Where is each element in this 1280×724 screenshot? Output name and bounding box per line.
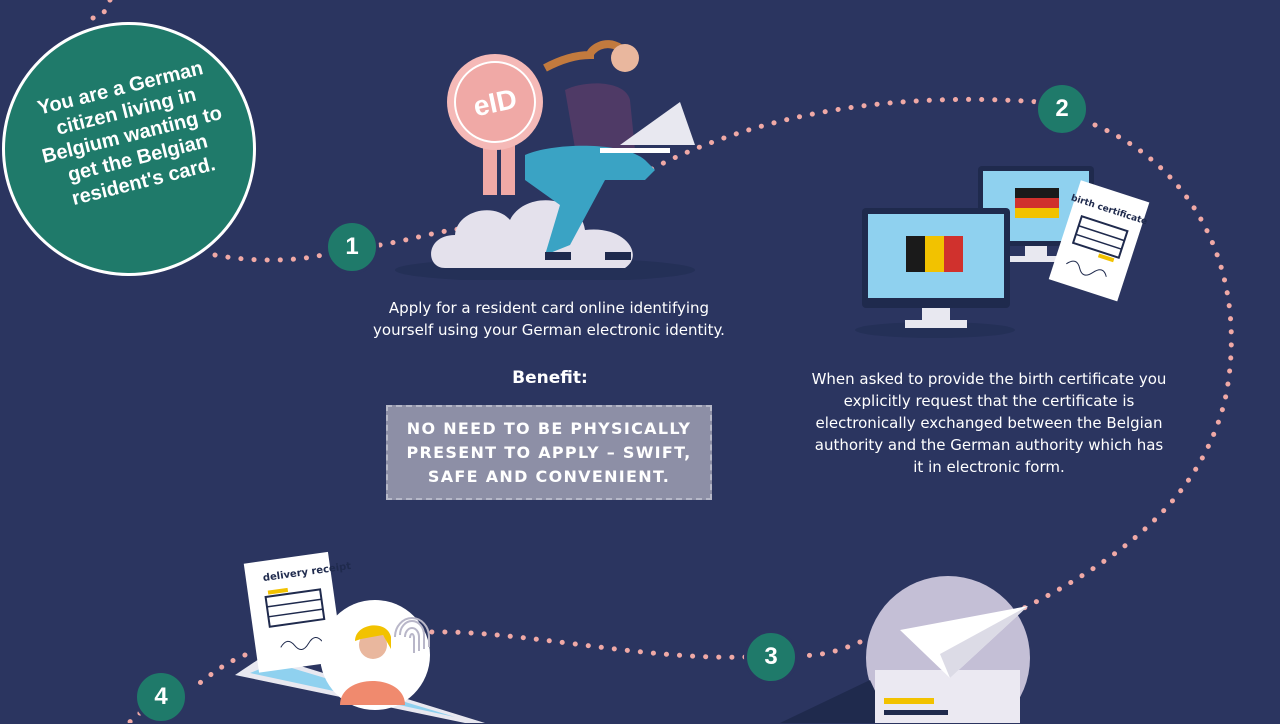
fingerprint-icon: [394, 617, 430, 653]
paper-plane-icon: [900, 606, 1028, 678]
step-2-description: When asked to provide the birth certific…: [811, 370, 1167, 476]
monitor-icon: [862, 208, 1010, 328]
avatar: [320, 600, 430, 710]
woman-laptop-icon: [525, 40, 695, 260]
receipt-icon: delivery receipt: [243, 551, 352, 673]
envelope-icon: [875, 670, 1020, 723]
step-3-illustration: [780, 576, 1030, 723]
step-1-illustration: eID: [395, 40, 695, 280]
step-2-marker: 2: [1035, 82, 1089, 136]
step-1-description: Apply for a resident card online identif…: [373, 299, 725, 339]
benefit-text: NO NEED TO BE PHYSICALLY PRESENT TO APPL…: [406, 418, 692, 486]
certificate-icon: birth certificate: [1048, 180, 1150, 302]
belgian-flag-icon: [906, 236, 963, 272]
benefit-title: Benefit:: [512, 368, 588, 388]
step-1-marker: 1: [325, 220, 379, 274]
intro-text: You are a German citizen living in Belgi…: [35, 57, 225, 211]
step-4-marker: 4: [134, 670, 188, 724]
step-2-illustration: birth certificate: [855, 166, 1150, 338]
german-flag-icon: [1015, 188, 1059, 218]
benefit-box: NO NEED TO BE PHYSICALLY PRESENT TO APPL…: [386, 405, 712, 500]
step-4-illustration: delivery receipt: [235, 551, 485, 723]
cloud-icon: [431, 200, 633, 268]
eid-badge-icon: eID: [447, 54, 543, 195]
intro-circle: You are a German citizen living in Belgi…: [2, 22, 256, 276]
step-3-marker: 3: [744, 630, 798, 684]
